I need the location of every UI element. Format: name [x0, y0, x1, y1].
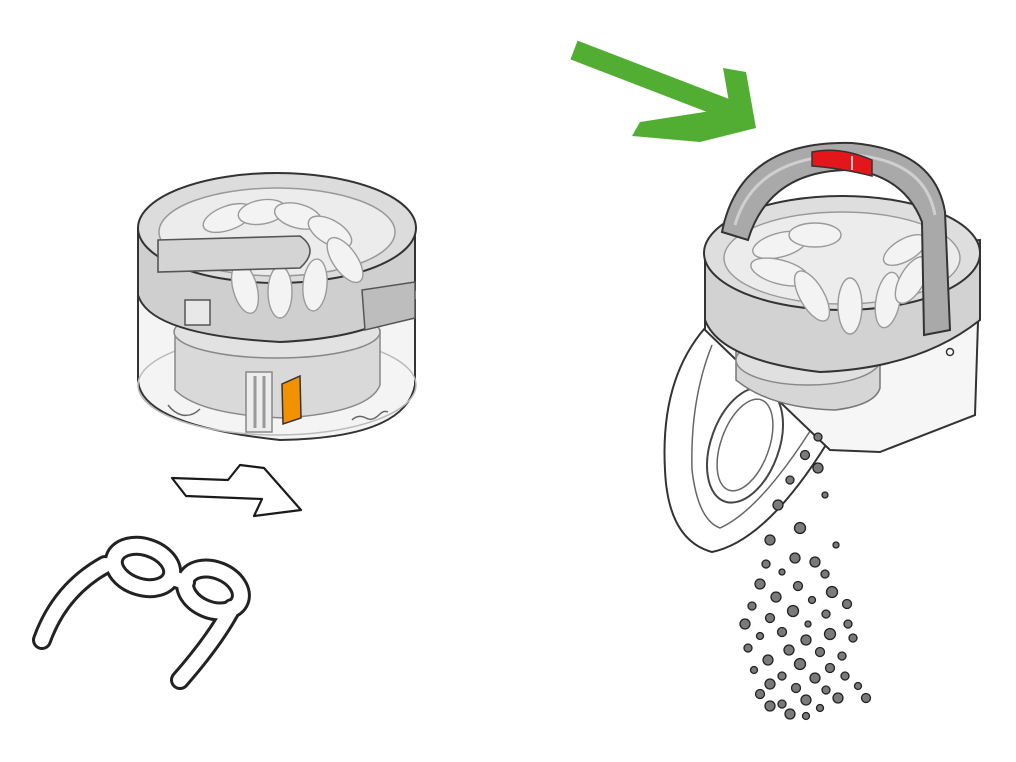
- release-button: [811, 149, 873, 177]
- bin-closed-illustration: [137, 172, 417, 442]
- push-arrow-icon: [170, 463, 303, 518]
- press-arrow-icon: [570, 40, 756, 142]
- debris-particles: [739, 432, 872, 721]
- release-indicator: [281, 374, 302, 426]
- bin-emptying-illustration: [663, 141, 982, 554]
- glasses-icon: [32, 535, 251, 690]
